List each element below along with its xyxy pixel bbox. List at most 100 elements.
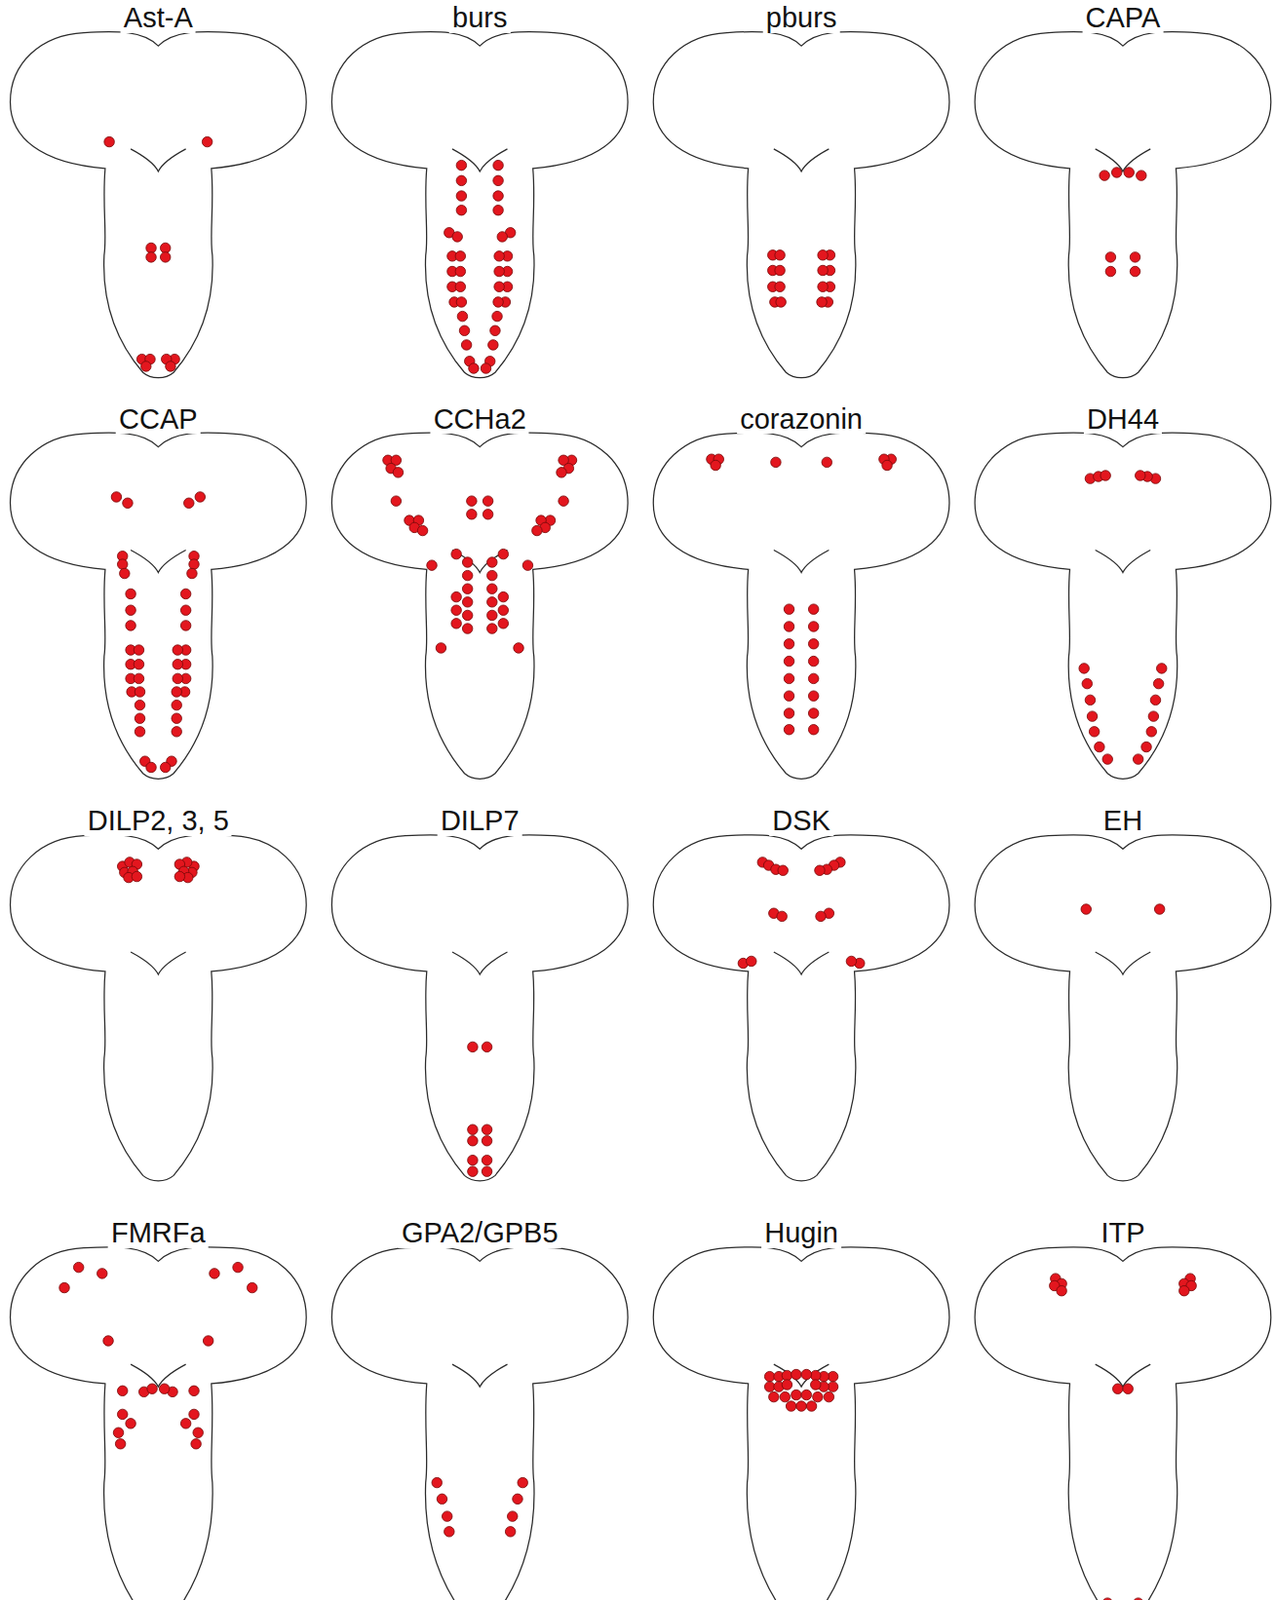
neuron-dot [431, 1477, 442, 1488]
neuron-dot [1105, 252, 1116, 263]
neuron-dot [504, 1527, 515, 1538]
neuron-dot [775, 297, 786, 308]
neuron-dot [467, 1124, 478, 1135]
neuron-dot [456, 175, 466, 186]
neuron-dot [817, 250, 828, 261]
neuron-dot [783, 604, 794, 615]
neuron-dot [116, 1409, 127, 1420]
brain-outline [10, 432, 308, 779]
neuron-dot [171, 713, 182, 724]
cns-panel [974, 1247, 1272, 1600]
neuron-dot [1100, 470, 1111, 481]
neuron-dot [147, 1384, 157, 1394]
lobe-junction [130, 952, 187, 975]
neuron-dot [1132, 754, 1143, 765]
brain-outline [653, 32, 950, 379]
neuron-dot [180, 605, 191, 616]
neuron-dot [1084, 694, 1095, 705]
panel-title: DSK [769, 806, 834, 836]
neuron-dot [131, 871, 142, 882]
neuron-dot [808, 708, 818, 719]
panel-title: DILP7 [437, 806, 523, 836]
neuron-dot [159, 242, 170, 253]
neuron-dot [171, 699, 182, 710]
neuron-dot [133, 673, 144, 684]
neuron-dot [764, 1382, 774, 1392]
neuron-dot [1088, 727, 1099, 737]
neuron-dot [493, 297, 503, 308]
neuron-dot [165, 361, 176, 372]
brain-outline [10, 835, 308, 1182]
neuron-dot [783, 656, 794, 666]
brain-outline [974, 1247, 1272, 1600]
neuron-dot [556, 467, 567, 478]
neuron-dot [487, 597, 498, 608]
panel-title: corazonin [736, 404, 866, 434]
neuron-dot [1086, 711, 1097, 722]
neuron-dot [774, 250, 785, 261]
neuron-dot [462, 623, 472, 634]
neuron-dot [426, 560, 437, 571]
panel-title: DILP2, 3, 5 [84, 806, 232, 836]
neuron-dot [498, 591, 508, 602]
neuron-dot [882, 460, 892, 470]
neuron-dot [1102, 754, 1113, 765]
neuron-dot [462, 557, 472, 568]
neuron-dot [801, 1369, 811, 1380]
neuron-dot [146, 762, 156, 773]
neuron-dot [817, 265, 828, 275]
neuron-dot [456, 159, 466, 170]
neuron-dot [513, 643, 524, 654]
brain-outline [974, 432, 1272, 779]
neuron-dot [451, 605, 462, 616]
neuron-dot [522, 560, 533, 571]
neuron-dot [457, 310, 467, 321]
neuron-dot [232, 1262, 243, 1273]
neuron-dot [493, 191, 503, 201]
cns-panel [331, 32, 628, 379]
neuron-dot [104, 136, 115, 147]
neuron-dot [808, 604, 818, 615]
lobe-junction [130, 549, 187, 573]
neuron-dot [487, 570, 498, 580]
neuron-dot [174, 871, 185, 882]
panel-title: CAPA [1082, 2, 1164, 33]
neuron-dot [481, 1042, 492, 1052]
neuron-dot [455, 266, 465, 276]
lobe-junction [1095, 952, 1152, 975]
cns-panel [10, 835, 308, 1182]
neuron-dot [1080, 904, 1091, 915]
neuron-dot [517, 1477, 528, 1488]
neuron-dot [783, 708, 794, 719]
neuron-dot [808, 656, 818, 666]
panel-title: pburs [763, 2, 841, 33]
neuron-dot [785, 1401, 796, 1412]
neuron-dot [122, 498, 133, 508]
panel-title: ITP [1097, 1218, 1148, 1248]
neuron-dot [468, 363, 479, 374]
neuron-dot [1105, 266, 1116, 276]
neuron-dot [815, 911, 826, 922]
neuron-dot [467, 1042, 478, 1052]
neuron-dot [73, 1262, 83, 1273]
panel-title: GPA2/GPB5 [398, 1218, 562, 1248]
neuron-dot [133, 658, 144, 669]
neuron-dot [481, 1155, 492, 1165]
neuron-dot [1129, 266, 1140, 276]
panel-title: CCHa2 [430, 404, 530, 434]
lobe-junction [452, 149, 508, 172]
panel-title: DH44 [1083, 404, 1162, 434]
lobe-junction [773, 549, 830, 573]
brain-outline [331, 1247, 628, 1600]
neuron-dot [846, 956, 856, 966]
neuron-dot [452, 231, 463, 242]
neuron-dot [417, 525, 427, 536]
lobe-junction [452, 952, 508, 975]
panel-title: EH [1100, 806, 1146, 836]
panel-title: FMRFa [108, 1218, 209, 1248]
neuron-dot [494, 251, 504, 262]
neuron-dot [769, 1391, 779, 1402]
neuron-dot [512, 1494, 523, 1505]
neuron-dot [116, 1386, 127, 1396]
